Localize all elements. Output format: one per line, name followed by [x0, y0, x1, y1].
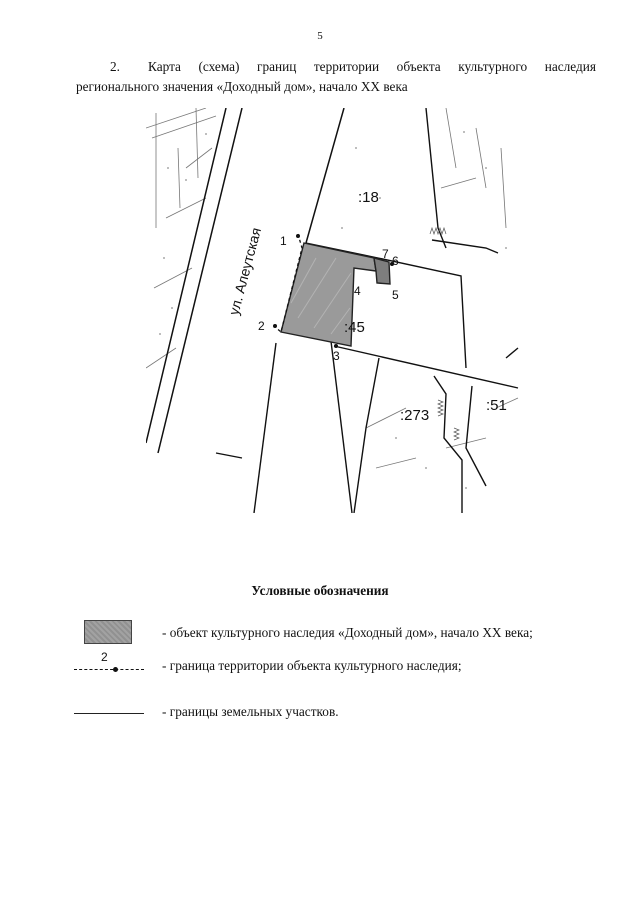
street-label: ул. Алеутская [225, 226, 264, 317]
texture-dots [159, 131, 507, 489]
parcel-boundaries [215, 108, 519, 513]
map-drawing: ул. Алеутская :18 :45 :273 :51 1 2 3 4 5… [146, 108, 519, 513]
heading-text: Карта (схема) границ территории объекта … [76, 59, 596, 94]
heading-number: 2. [110, 59, 120, 74]
point-label-5: 5 [392, 288, 399, 302]
point-label-6: 6 [392, 254, 399, 268]
point-marker [113, 667, 118, 672]
legend-symbol-boundary: 2 [70, 650, 146, 681]
point-label-7: 7 [382, 247, 389, 261]
point-label-4: 4 [354, 284, 361, 298]
legend-item-parcel-boundaries: - границы земельных участков. [70, 697, 610, 727]
boundary-points [273, 234, 394, 348]
annex-shape [373, 257, 391, 285]
boundary-swatch: 2 [70, 650, 146, 681]
legend-text-object: - объект культурного наследия «Доходный … [162, 625, 533, 640]
object-texture [290, 257, 352, 335]
background-parcels [146, 108, 519, 469]
heritage-territory-boundary [273, 233, 303, 334]
boundary-map: ул. Алеутская :18 :45 :273 :51 1 2 3 4 5… [146, 108, 520, 513]
legend-symbol-parcel [70, 697, 146, 727]
point-label-2: 2 [258, 319, 265, 333]
parcel-label-51: :51 [486, 397, 507, 414]
legend-item-territory-boundary: 2 - граница территории объекта культурно… [70, 650, 610, 681]
parcel-label-273: :273 [400, 407, 429, 424]
street-edges [146, 108, 345, 454]
point-label-3: 3 [333, 349, 340, 363]
legend-text-parcel: - границы земельных участков. [162, 704, 339, 719]
parcel-label-18: :18 [358, 189, 379, 206]
map-heading: 2.Карта (схема) границ территории объект… [76, 57, 596, 97]
solid-line [74, 713, 144, 714]
legend-item-heritage-object: - объект культурного наследия «Доходный … [70, 618, 610, 648]
dashed-line [74, 669, 144, 670]
point-label-1: 1 [280, 234, 287, 248]
legend-text-boundary: - граница территории объекта культурного… [162, 658, 462, 673]
point-number: 2 [101, 650, 108, 664]
object-swatch [84, 620, 132, 644]
legend-symbol-object [70, 618, 146, 648]
legend-title: Условные обозначения [251, 583, 389, 598]
parcel-label-45: :45 [344, 319, 365, 336]
hatching [429, 226, 460, 441]
page-number: 5 [317, 30, 323, 42]
